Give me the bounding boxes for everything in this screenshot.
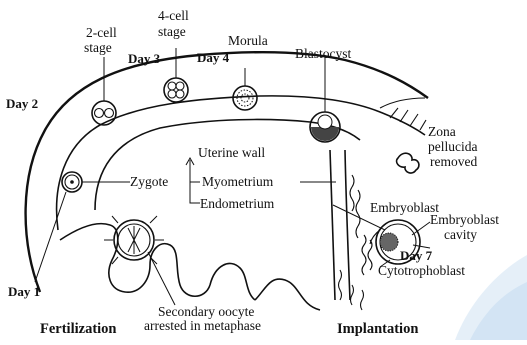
day-label-4: Day 4: [197, 50, 230, 65]
label-embryoblast: Embryoblast: [370, 200, 439, 215]
label-endometrium: Endometrium: [200, 196, 275, 211]
label-myometrium: Myometrium: [202, 174, 274, 189]
blastocyst-embryo: [310, 112, 340, 142]
zygote-cell: [62, 172, 82, 192]
label-oocyte-line2: arrested in metaphase: [144, 318, 261, 333]
day-label-3: Day 3: [128, 51, 161, 66]
label-oocyte-line1: Secondary oocyte: [158, 304, 254, 319]
label-two-cell-line1: 2-cell: [86, 25, 117, 40]
morula-embryo: [233, 86, 257, 110]
zona-pellucida-fragment: [397, 153, 419, 173]
two-cell-embryo: [92, 101, 116, 125]
four-cell-embryo: [164, 78, 188, 102]
day-label-1: Day 1: [8, 284, 40, 299]
label-two-cell-line2: stage: [84, 40, 112, 55]
label-four-cell-line1: 4-cell: [158, 8, 189, 23]
day-label-2: Day 2: [6, 96, 38, 111]
label-zygote: Zygote: [130, 174, 168, 189]
label-zona-line1: Zona: [428, 124, 456, 139]
watermark-swoosh: [455, 255, 527, 340]
label-zona-line2: pellucida: [428, 139, 477, 154]
caption-fertilization: Fertilization: [40, 321, 117, 337]
label-morula: Morula: [228, 33, 268, 48]
label-embryoblast-cavity-line2: cavity: [444, 227, 477, 242]
label-embryoblast-cavity-line1: Embryoblast: [430, 212, 499, 227]
label-blastocyst: Blastocyst: [295, 46, 351, 61]
label-four-cell-line2: stage: [158, 24, 186, 39]
day-label-7: Day 7: [400, 248, 433, 263]
caption-implantation: Implantation: [337, 321, 418, 337]
label-uterine-wall: Uterine wall: [198, 145, 265, 160]
label-zona-line3: removed: [430, 154, 477, 169]
label-cytotrophoblast: Cytotrophoblast: [378, 263, 465, 278]
